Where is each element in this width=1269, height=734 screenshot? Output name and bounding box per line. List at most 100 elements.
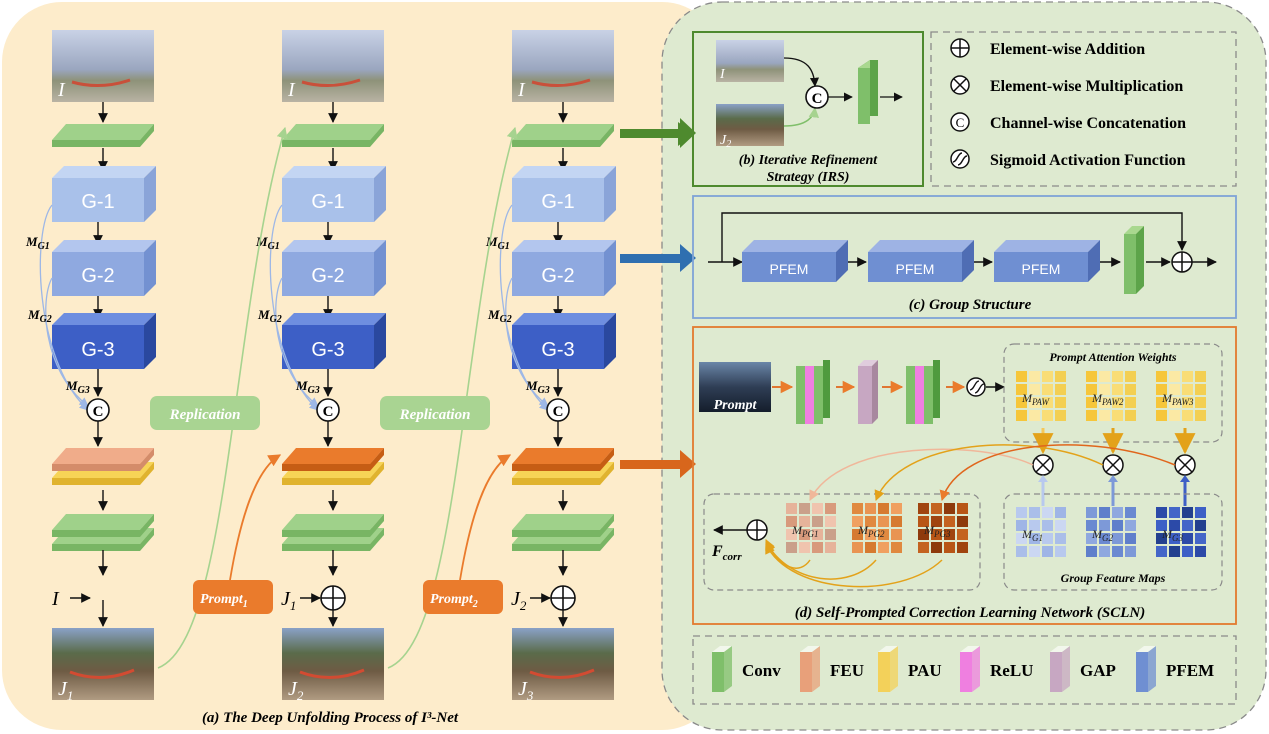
- paw-map-1-label: MPAW: [1021, 391, 1051, 407]
- gfm-frame: [1003, 493, 1223, 591]
- ops-label-3: Sigmoid Activation Function: [990, 152, 1186, 169]
- pg-map-1: MPG1: [786, 503, 836, 553]
- gfm-title: Group Feature Maps: [1061, 571, 1166, 585]
- hazy-image: [282, 30, 384, 102]
- pg-map-2-label: MPG2: [857, 523, 885, 539]
- feu-block: [512, 448, 614, 471]
- legend-swatch-5: [1136, 652, 1148, 692]
- conv-block: [282, 124, 384, 147]
- m-g2-label: MG2: [487, 307, 512, 325]
- g2-label: G-2: [81, 265, 114, 287]
- paw-map-3-label: MPAW3: [1161, 391, 1194, 407]
- panel-d-frame: [692, 326, 1237, 625]
- g1-label: G-1: [81, 191, 114, 213]
- replication-arrow-1: [157, 126, 288, 669]
- conv-block: [512, 124, 614, 147]
- g-map-3: MG3: [1156, 507, 1206, 557]
- replication-box-2: [380, 396, 490, 430]
- arrow-to-group: [620, 254, 680, 263]
- ops-legend-item-3: Sigmoid Activation Function: [950, 149, 1186, 169]
- m-g3-label: MG3: [65, 378, 90, 396]
- block-legend-item-4: GAP: [1050, 646, 1116, 692]
- panel-b-caption-2: Strategy (IRS): [767, 170, 850, 185]
- group-g3: [512, 313, 616, 369]
- prompt-label-2: Prompt2: [430, 592, 478, 610]
- pfem-block-2: [868, 240, 974, 282]
- panel-c-frame: [692, 195, 1237, 319]
- ops-symbol-2-icon: [950, 112, 970, 132]
- svg-text:C: C: [93, 404, 104, 420]
- panel-c-caption: (c) Group Structure: [909, 297, 1032, 313]
- input-i-label: I: [57, 79, 66, 101]
- svg-text:J2: J2: [720, 133, 731, 150]
- replication-label-1: Replication: [169, 407, 241, 423]
- output-image: [512, 628, 614, 700]
- legend-label-1: FEU: [830, 661, 864, 680]
- block-legend-item-3: ReLU: [960, 646, 1033, 692]
- m-g3-label: MG3: [525, 378, 550, 396]
- column-2: I: [282, 30, 384, 102]
- svg-text:I: I: [719, 67, 726, 82]
- legend-swatch-2: [878, 652, 890, 692]
- prompt-arrow-2: [459, 454, 512, 581]
- pg-map-2: MPG2: [852, 503, 902, 553]
- paw-map-1: MPAW: [1016, 371, 1066, 421]
- prompt-image-label: Prompt: [714, 398, 758, 413]
- g-map-2: MG2: [1086, 507, 1136, 557]
- group-conv: [1124, 226, 1144, 294]
- irs-conv: [858, 68, 870, 124]
- prompt-arrow-1: [229, 454, 282, 581]
- hazy-image: [512, 30, 614, 102]
- ops-symbol-3-icon: [950, 149, 970, 169]
- legend-label-0: Conv: [742, 661, 781, 680]
- gap-block: [858, 360, 878, 424]
- g2-label: G-2: [541, 265, 574, 287]
- group-g2: [282, 240, 386, 296]
- svg-text:C: C: [553, 404, 564, 420]
- feu-block: [282, 448, 384, 471]
- residual-j1: J1: [281, 588, 296, 613]
- g-map-3-label: MG3: [1161, 527, 1183, 543]
- prompt-label-1: Prompt1: [200, 592, 248, 610]
- ops-legend-item-0: Element-wise Addition: [950, 38, 1145, 58]
- ops-legend-item-1: Element-wise Multiplication: [950, 75, 1183, 95]
- output-image: [52, 628, 154, 700]
- irs-input-i: [716, 40, 784, 82]
- g-map-2-label: MG2: [1091, 527, 1113, 543]
- paw-frame: [1003, 343, 1223, 443]
- group-g3: [282, 313, 386, 369]
- group-g1: [282, 166, 386, 222]
- legend-label-3: ReLU: [990, 661, 1033, 680]
- svg-text:C: C: [812, 91, 823, 107]
- block-legend-item-0: Conv: [712, 646, 781, 692]
- m-g1-label: MG1: [25, 234, 50, 252]
- legend-label-5: PFEM: [1166, 661, 1214, 680]
- g2-label: G-2: [311, 265, 344, 287]
- panel-b-caption-1: (b) Iterative Refinement: [739, 153, 879, 168]
- paw-map-2: MPAW2: [1086, 371, 1136, 421]
- paw-title: Prompt Attention Weights: [1049, 350, 1176, 364]
- g3-label: G-3: [311, 339, 344, 361]
- group-g1: [52, 166, 156, 222]
- residual-j2: J2: [511, 588, 527, 613]
- paw-map-2-label: MPAW2: [1091, 391, 1124, 407]
- group-g2: [512, 240, 616, 296]
- residual-input-i: I: [51, 588, 60, 610]
- output-j3-label: J3: [518, 678, 534, 703]
- hazy-image: [52, 30, 154, 102]
- panel-d-caption: (d) Self-Prompted Correction Learning Ne…: [795, 605, 1145, 621]
- conv-block-2a: [282, 514, 384, 537]
- conv-block-2a: [512, 514, 614, 537]
- panel-a-caption: (a) The Deep Unfolding Process of I³-Net: [202, 710, 459, 726]
- pg-map-3: MPG3: [918, 503, 968, 553]
- g3-label: G-3: [541, 339, 574, 361]
- legend-swatch-0: [712, 652, 724, 692]
- pg-map-3-label: MPG3: [923, 523, 951, 539]
- conv-block: [52, 124, 154, 147]
- pg-map-1-label: MPG1: [791, 523, 819, 539]
- legend-swatch-4: [1050, 652, 1062, 692]
- pfem-label-1: PFEM: [770, 261, 809, 277]
- pfem-block-3: [994, 240, 1100, 282]
- replication-label-2: Replication: [399, 407, 471, 423]
